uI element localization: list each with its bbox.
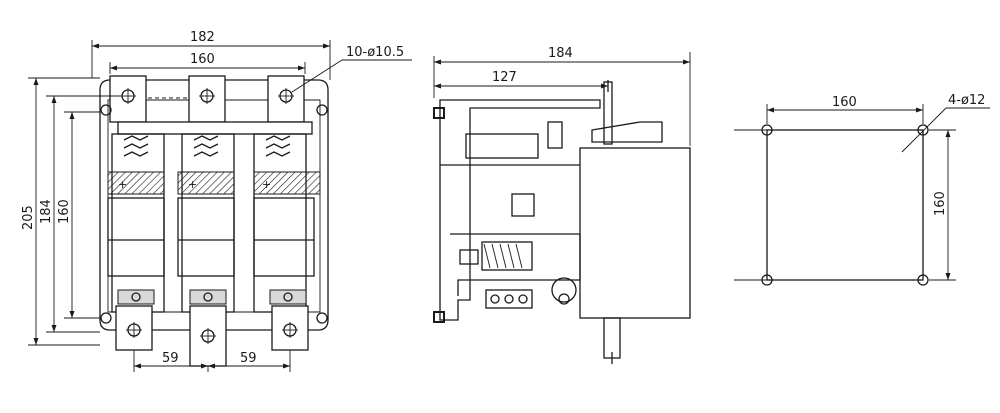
dim-height-mid: 184 (39, 199, 54, 224)
mounting-hole (917, 274, 929, 286)
mount-hole (100, 312, 112, 324)
mount-hole (316, 312, 328, 324)
dim-depth-partial: 127 (492, 70, 517, 85)
svg-text:+: + (262, 178, 271, 191)
dim-hole-spacing-h: 160 (832, 95, 857, 110)
front-housing-outline (99, 79, 329, 331)
mount-hole (316, 104, 328, 116)
side-frame (439, 99, 601, 321)
pole-left: + (107, 133, 165, 313)
mounting-outline (766, 129, 924, 281)
svg-text:+: + (118, 178, 127, 191)
dim-hole-spacing-v: 160 (933, 191, 948, 216)
front-view: + + + (21, 30, 412, 372)
side-view: 184 127 (433, 46, 691, 364)
dim-overall-width: 182 (190, 30, 215, 45)
mounting-hole (917, 124, 929, 136)
svg-text:+: + (188, 178, 197, 191)
mounting-hole (761, 274, 773, 286)
crossbar (117, 121, 313, 135)
mount-hole (100, 104, 112, 116)
front-hole-note: 10-ø10.5 (346, 45, 404, 60)
dim-height-inner: 160 (57, 199, 72, 224)
dim-depth-overall: 184 (548, 46, 573, 61)
pole-right: + (253, 133, 321, 313)
side-body (579, 147, 691, 319)
dim-pitch-left: 59 (162, 351, 179, 366)
mounting-view: 160 160 4-ø12 (734, 93, 990, 286)
mounting-hole-note: 4-ø12 (948, 93, 985, 108)
dim-height-overall: 205 (21, 205, 36, 230)
dim-pitch-right: 59 (240, 351, 257, 366)
dim-pole-span: 160 (190, 52, 215, 67)
pole-middle: + (177, 133, 235, 313)
mounting-hole (761, 124, 773, 136)
